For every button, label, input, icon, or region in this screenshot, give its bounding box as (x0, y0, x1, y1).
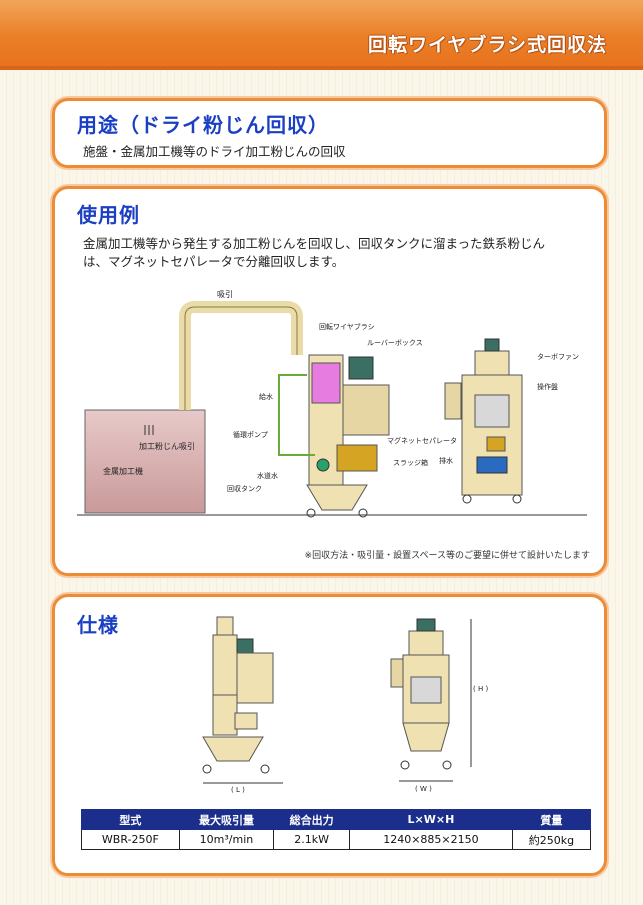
metal-machine-label: 金属加工機 (103, 466, 143, 476)
side-unit-frame (461, 374, 523, 496)
circulation-pump-label: 循環ポンプ (233, 430, 268, 439)
example-card: 使用例 金属加工機等から発生する加工粉じんを回収し、回収タンクに溜まった鉄系粉じ… (52, 186, 607, 576)
recovery-tank-label: 回収タンク (227, 484, 262, 493)
sludge-box-label: スラッジ箱 (393, 458, 428, 467)
cell-max-suction: 10m³/min (178, 829, 275, 850)
water-tank-label: 水道水 (257, 471, 278, 480)
spec-header-row: 型式 最大吸引量 総合出力 L×W×H 質量 (81, 809, 592, 830)
example-text-line1: 金属加工機等から発生する加工粉じんを回収し、回収タンクに溜まった鉄系粉じん (83, 236, 546, 251)
rotary-brush-label: 回転ワイヤブラシ (319, 322, 375, 331)
magnet-separator-label: マグネットセパレータ (387, 436, 457, 445)
water-supply-label: 給水 (259, 392, 273, 401)
spec-card: 仕様 ( L ) ( H ) ( W ) 型式 最大吸引量 総合出力 (52, 594, 607, 876)
spec-table: 型式 最大吸引量 総合出力 L×W×H 質量 WBR-250F 10m³/min… (81, 809, 592, 850)
motor-top (348, 356, 374, 380)
turbo-fan-label: ターボファン (537, 352, 579, 361)
side-fan (474, 350, 510, 376)
control-panel (474, 394, 510, 428)
side-view-drawing: ( H ) ( W ) (390, 618, 488, 793)
table-row: WBR-250F 10m³/min 2.1kW 1240×885×2150 約2… (81, 829, 592, 850)
example-title: 使用例 (77, 203, 140, 227)
louver-box-label: ルーバーボックス (367, 339, 423, 347)
front-view-drawing: ( L ) (202, 616, 283, 794)
control-panel-label: 操作盤 (537, 382, 558, 391)
header-weight: 質量 (511, 809, 592, 830)
cell-dimensions: 1240×885×2150 (349, 829, 513, 850)
water-pipe (278, 374, 315, 456)
cell-total-output: 2.1kW (273, 829, 351, 850)
spec-title: 仕様 (77, 613, 119, 637)
system-diagram: 加工粉じん吸引 金属加工機 吸引 回転ワイヤブラシ ルーバーボックス 給水 循環… (77, 290, 587, 518)
louver-box (342, 384, 390, 436)
page-title: 回転ワイヤブラシ式回収法 (367, 34, 607, 56)
dim-h-label: ( H ) (473, 685, 488, 693)
example-text-line2: は、マグネットセパレータで分離回収します。 (83, 254, 345, 269)
suction-duct (179, 301, 303, 410)
header-dimensions: L×W×H (349, 809, 513, 830)
drain-label: 排水 (439, 456, 453, 465)
usage-title: 用途（ドライ粉じん回収） (77, 113, 329, 137)
dim-l-label: ( L ) (231, 786, 245, 794)
recovery-hopper (306, 484, 368, 511)
cell-model: WBR-250F (81, 829, 180, 850)
header-max-suction: 最大吸引量 (178, 809, 275, 830)
header-total-output: 総合出力 (273, 809, 351, 830)
dim-w-label: ( W ) (415, 785, 432, 793)
design-note: ※回収方法・吸引量・設置スペース等のご要望に併せて設計いたします (304, 551, 590, 561)
dust-suction-label: 加工粉じん吸引 (139, 441, 195, 451)
rotary-brush (311, 362, 341, 404)
header-model: 型式 (81, 809, 180, 830)
separator-box (336, 444, 378, 472)
cell-weight: 約250kg (511, 829, 592, 850)
suction-label: 吸引 (217, 290, 233, 299)
usage-card: 用途（ドライ粉じん回収） 施盤・金属加工機等のドライ加工粉じんの回収 (52, 98, 607, 168)
page-header: 回転ワイヤブラシ式回収法 (0, 0, 643, 70)
usage-text: 施盤・金属加工機等のドライ加工粉じんの回収 (83, 144, 346, 159)
